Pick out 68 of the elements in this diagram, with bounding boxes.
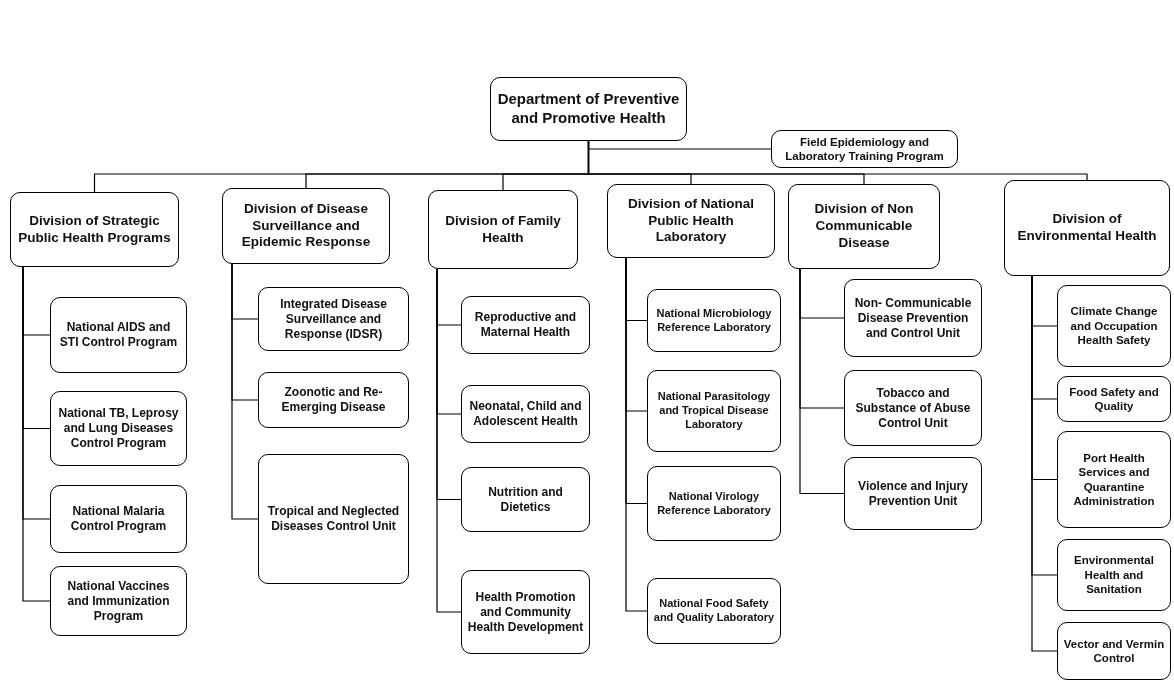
box-label: Tobacco and Substance of Abuse Control Unit: [854, 385, 972, 431]
box-label: Climate Change and Occupation Health Safety: [1069, 304, 1159, 348]
connector-line: [231, 263, 259, 520]
box-label: National Virology Reference Laboratory: [656, 489, 772, 518]
unit-box: [461, 385, 590, 443]
unit-box: [258, 454, 409, 584]
department-box: [490, 77, 687, 141]
connector-line: [436, 268, 462, 613]
unit-box: [461, 570, 590, 654]
box-label: Port Health Services and Quarantine Administration: [1072, 450, 1156, 509]
box-label: Division of Disease Surveillance and Epidemic Response: [240, 200, 372, 252]
box-label: Neonatal, Child and Adolescent Health: [468, 399, 583, 429]
connector-line: [587, 140, 1088, 181]
box-label: National Malaria Control Program: [69, 504, 168, 534]
box-label: Environmental Health and Sanitation: [1073, 553, 1155, 597]
unit-box: [50, 566, 187, 636]
box-label: Nutrition and Dietetics: [487, 484, 564, 515]
unit-box: [1057, 622, 1171, 680]
connector-line: [22, 266, 51, 602]
unit-box: [647, 289, 781, 352]
division-box: [222, 188, 390, 264]
unit-box: [258, 287, 409, 351]
box-label: Health Promotion and Community Health Development: [467, 589, 584, 635]
unit-box: [50, 297, 187, 373]
box-label: Tropical and Neglected Diseases Control Unit: [266, 504, 401, 534]
connector-line: [799, 268, 845, 495]
box-label: National Microbiology Reference Laboratory: [655, 306, 773, 335]
box-label: Integrated Disease Surveillance and Response (IDSR): [279, 296, 388, 342]
box-label: National TB, Leprosy and Lung Diseases Control Program: [57, 406, 180, 451]
unit-box: [647, 466, 781, 541]
box-label: Vector and Vermin Control: [1063, 636, 1165, 666]
box-label: National Vaccines and Immunization Program: [66, 578, 171, 624]
unit-box: [461, 296, 590, 354]
division-box: [428, 190, 578, 269]
unit-box: [258, 372, 409, 428]
box-label: Zoonotic and Re-Emerging Disease: [280, 385, 387, 415]
box-label: Division of Family Health: [444, 212, 562, 247]
division-box: [788, 184, 940, 269]
box-label: Division of Non Communicable Disease: [813, 201, 915, 252]
box-label: Division of Environmental Health: [1016, 211, 1158, 245]
box-label: Department of Preventive and Promotive Health: [496, 90, 681, 128]
unit-box: [461, 467, 590, 532]
unit-box: [1057, 539, 1171, 611]
box-label: Food Safety and Quality: [1068, 384, 1160, 414]
unit-box: [50, 391, 187, 466]
box-label: Violence and Injury Prevention Unit: [857, 478, 969, 509]
unit-box: [844, 457, 982, 530]
box-label: National Food Safety and Quality Laboratory: [653, 597, 775, 625]
box-label: National Parasitology and Tropical Disease Laboratory: [656, 390, 772, 432]
box-label: Division of National Public Health Laboratory: [627, 195, 755, 247]
division-box: [1004, 180, 1170, 276]
unit-box: [1057, 431, 1171, 528]
box-label: Non- Communicable Disease Prevention and Control Unit: [853, 295, 973, 341]
unit-box: [1057, 376, 1171, 422]
division-box: [607, 184, 775, 258]
division-box: [10, 192, 179, 267]
unit-box: [647, 370, 781, 452]
unit-box: [844, 370, 982, 446]
box-label: National AIDS and STI Control Program: [58, 320, 179, 350]
unit-box: [50, 485, 187, 553]
unit-box: [844, 279, 982, 357]
unit-box: [1057, 285, 1171, 367]
unit-box: [647, 578, 781, 644]
box-label: Division of Strategic Public Health Programs: [17, 212, 172, 247]
box-label: Field Epidemiology and Laboratory Training Program: [784, 134, 945, 164]
box-label: Reproductive and Maternal Health: [473, 310, 578, 340]
connector-line: [625, 257, 648, 612]
program-box: [771, 130, 958, 168]
